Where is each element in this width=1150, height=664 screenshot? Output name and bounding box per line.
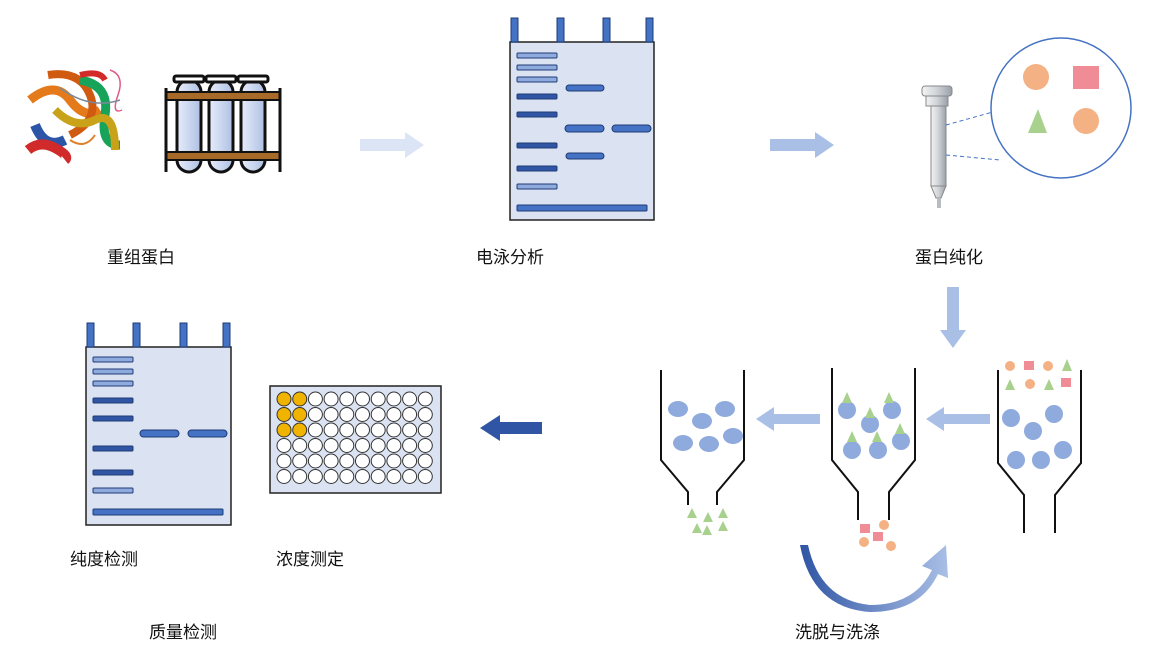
magnified-view-icon — [945, 37, 1132, 179]
plate-well — [339, 422, 355, 438]
spin-column-icon — [921, 85, 953, 208]
arrow-right-icon — [360, 132, 424, 158]
plate-well — [307, 469, 323, 484]
plate-well — [292, 391, 308, 407]
arrow-right-icon — [770, 132, 834, 158]
plate-well — [417, 407, 433, 422]
protein-structure-icon — [24, 69, 123, 164]
plate-well — [339, 407, 355, 422]
plate-well — [292, 422, 308, 438]
plate-well — [276, 469, 292, 484]
step-label-concentration: 浓度测定 — [276, 550, 344, 570]
plate-well — [386, 469, 402, 484]
arrow-down-icon — [940, 287, 966, 348]
plate-well — [323, 407, 339, 422]
plate-well — [417, 453, 433, 469]
plate-well — [292, 407, 308, 422]
plate-well — [370, 469, 386, 484]
plate-well — [386, 422, 402, 438]
plate-well — [276, 407, 292, 422]
plate-well — [323, 453, 339, 469]
plate-well — [323, 438, 339, 453]
plate-well — [307, 407, 323, 422]
plate-well — [339, 469, 355, 484]
plate-well — [386, 391, 402, 407]
plate-well — [292, 438, 308, 453]
plate-well — [355, 407, 370, 422]
plate-well — [276, 391, 292, 407]
step-label-recombinant: 重组蛋白 — [107, 248, 175, 268]
plate-well — [339, 453, 355, 469]
arrow-left-icon — [480, 415, 542, 441]
arrow-left-icon — [756, 407, 820, 431]
plate-well — [402, 407, 418, 422]
plate-well — [307, 438, 323, 453]
plate-well — [402, 453, 418, 469]
plate-well — [276, 453, 292, 469]
step-label-electrophoresis: 电泳分析 — [476, 248, 544, 268]
plate-well — [417, 391, 433, 407]
plate-well — [276, 438, 292, 453]
plate-well — [417, 422, 433, 438]
plate-well — [370, 391, 386, 407]
plate-well — [339, 391, 355, 407]
plate-well — [370, 407, 386, 422]
96-well-plate-icon — [269, 385, 442, 494]
plate-well — [276, 422, 292, 438]
plate-well — [292, 453, 308, 469]
plate-well — [307, 422, 323, 438]
sds-page-gel-icon — [85, 322, 232, 526]
eluted-protein-beads — [668, 401, 743, 452]
test-tube-rack-icon — [164, 74, 282, 174]
plate-well — [292, 469, 308, 484]
plate-well — [402, 391, 418, 407]
plate-well — [370, 438, 386, 453]
affinity-column-icon — [660, 368, 1082, 533]
plate-well — [370, 453, 386, 469]
step-label-quality: 质量检测 — [149, 623, 217, 643]
step-label-purity: 纯度检测 — [70, 550, 138, 570]
plate-well — [370, 422, 386, 438]
plate-well — [402, 469, 418, 484]
plate-well — [323, 391, 339, 407]
sample-mixture — [1002, 359, 1072, 469]
bound-protein-beads — [838, 392, 910, 459]
plate-well — [386, 407, 402, 422]
eluted-target-protein — [687, 508, 728, 535]
plate-well — [355, 453, 370, 469]
step-label-elution: 洗脱与洗涤 — [795, 623, 880, 643]
washed-impurities — [859, 520, 896, 551]
step-label-purification: 蛋白纯化 — [915, 248, 983, 268]
plate-well — [402, 438, 418, 453]
arrow-left-icon — [926, 407, 990, 431]
plate-well — [355, 469, 370, 484]
plate-well — [355, 438, 370, 453]
plate-well — [339, 438, 355, 453]
plate-well — [355, 422, 370, 438]
plate-well — [307, 453, 323, 469]
plate-well — [402, 422, 418, 438]
plate-well — [307, 391, 323, 407]
plate-well — [323, 422, 339, 438]
curved-return-arrow-icon — [800, 545, 948, 612]
plate-well — [355, 391, 370, 407]
plate-well — [386, 453, 402, 469]
plate-well — [417, 469, 433, 484]
plate-well — [323, 469, 339, 484]
plate-well — [417, 438, 433, 453]
plate-well — [386, 438, 402, 453]
sds-page-gel-icon — [509, 17, 655, 221]
